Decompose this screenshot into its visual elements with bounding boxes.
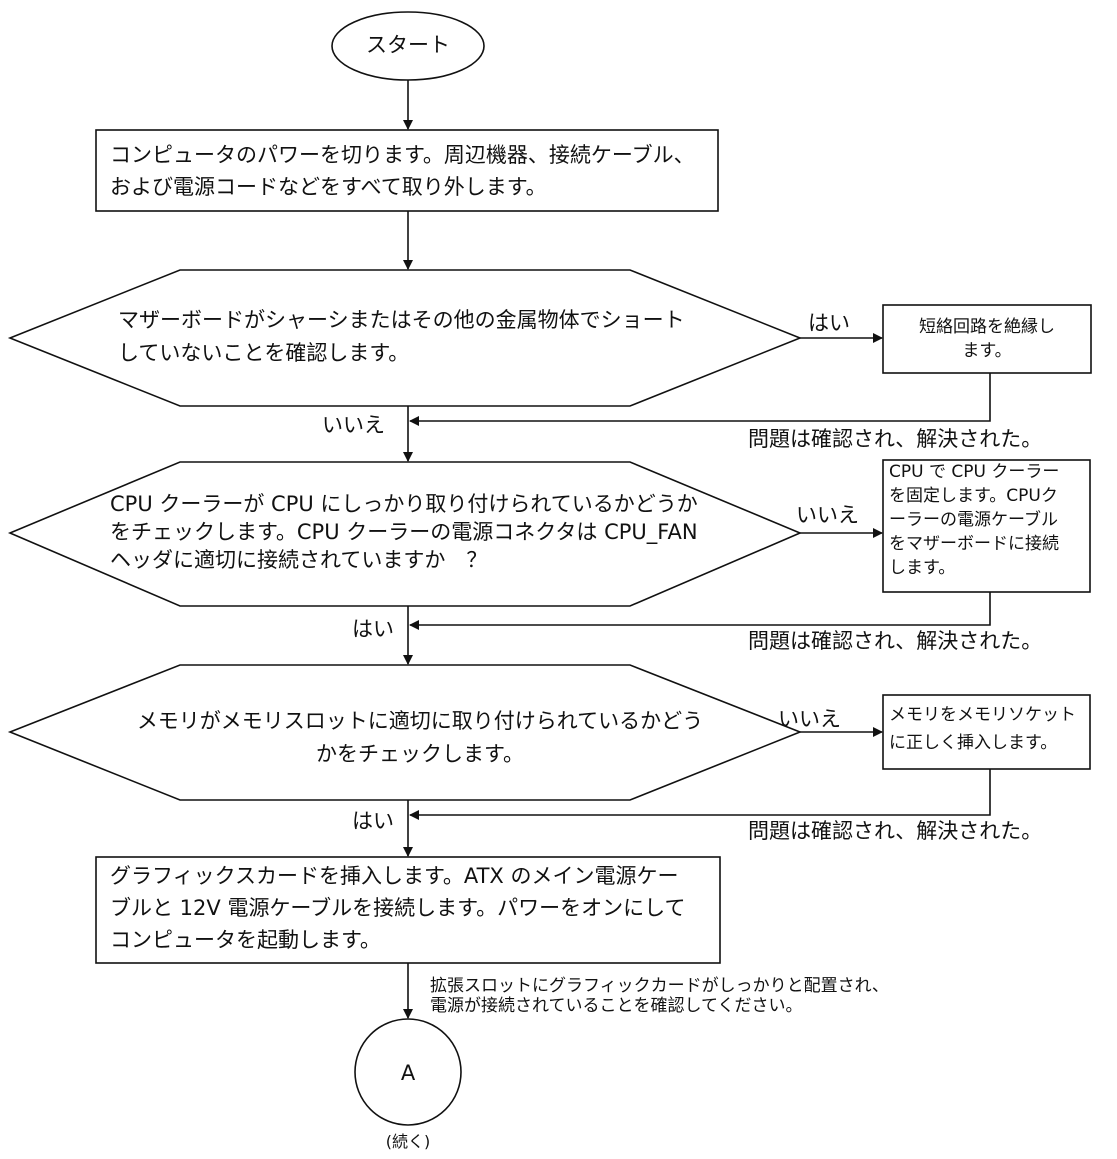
action2-line4: をマザーボードに接続 [889, 534, 1059, 554]
decision2-line3: ヘッダに適切に接続されていますか ？ [110, 548, 488, 572]
decision2-resolved: 問題は確認され、解決された。 [748, 629, 1043, 653]
action3-box [882, 694, 1091, 770]
action2-line3: ーラーの電源ケーブル [889, 510, 1058, 530]
connector-continued: (続く) [385, 1132, 431, 1151]
return-path-1 [409, 373, 991, 426]
action1-line1: 短絡回路を絶縁し [919, 317, 1055, 337]
action2-box [882, 459, 1091, 593]
step2-line1: グラフィックスカードを挿入します。ATX のメイン電源ケー [110, 864, 679, 888]
action3-line2: に正しく挿入します。 [889, 733, 1058, 753]
decision3-yes-label: はい [352, 809, 394, 833]
return-path-2 [409, 592, 991, 630]
decision3-no-label: いいえ [778, 707, 841, 731]
decision1-line2: していないことを確認します。 [118, 341, 410, 365]
step1-box [95, 129, 719, 212]
start-label: スタート [366, 33, 450, 57]
step1-line2: および電源コードなどをすべて取り外します。 [110, 175, 547, 199]
action2-line5: します。 [889, 558, 956, 578]
note-line2: 電源が接続されていることを確認してください。 [430, 996, 803, 1016]
note-line1: 拡張スロットにグラフィックカードがしっかりと配置され、 [430, 976, 889, 996]
step1-line1: コンピュータのパワーを切ります。周辺機器、接続ケーブル、 [110, 143, 695, 167]
connector-circle [354, 1018, 462, 1126]
step2-line3: コンピュータを起動します。 [110, 928, 381, 952]
step2-line2: ブルと 12V 電源ケーブルを接続します。パワーをオンにして [110, 896, 686, 920]
decision2-line2: をチェックします。CPU クーラーの電源コネクタは CPU_FAN [110, 520, 698, 544]
decision1-resolved: 問題は確認され、解決された。 [748, 427, 1043, 451]
decision2-yes-label: はい [352, 617, 394, 641]
decision1-no-label: いいえ [322, 413, 385, 437]
action3-line1: メモリをメモリソケット [889, 705, 1076, 725]
action1-box [882, 304, 1092, 374]
connector-label: A [400, 1061, 416, 1085]
decision1-line1: マザーボードがシャーシまたはその他の金属物体でショート [118, 308, 685, 332]
step2-box [95, 856, 721, 964]
action2-line1: CPU で CPU クーラー [889, 462, 1060, 482]
decision3-line2: かをチェックします。 [316, 742, 524, 766]
decision2-no-label: いいえ [796, 503, 859, 527]
action2-line2: を固定します。CPUク [889, 486, 1058, 506]
decision3-resolved: 問題は確認され、解決された。 [748, 819, 1043, 843]
return-path-3 [409, 769, 991, 820]
action1-line2: ます。 [962, 341, 1012, 361]
decision3-line1: メモリがメモリスロットに適切に取り付けられているかどう [136, 709, 704, 733]
decision2-line1: CPU クーラーが CPU にしっかり取り付けられているかどうか [110, 492, 698, 516]
decision1-yes-label: はい [808, 311, 850, 335]
